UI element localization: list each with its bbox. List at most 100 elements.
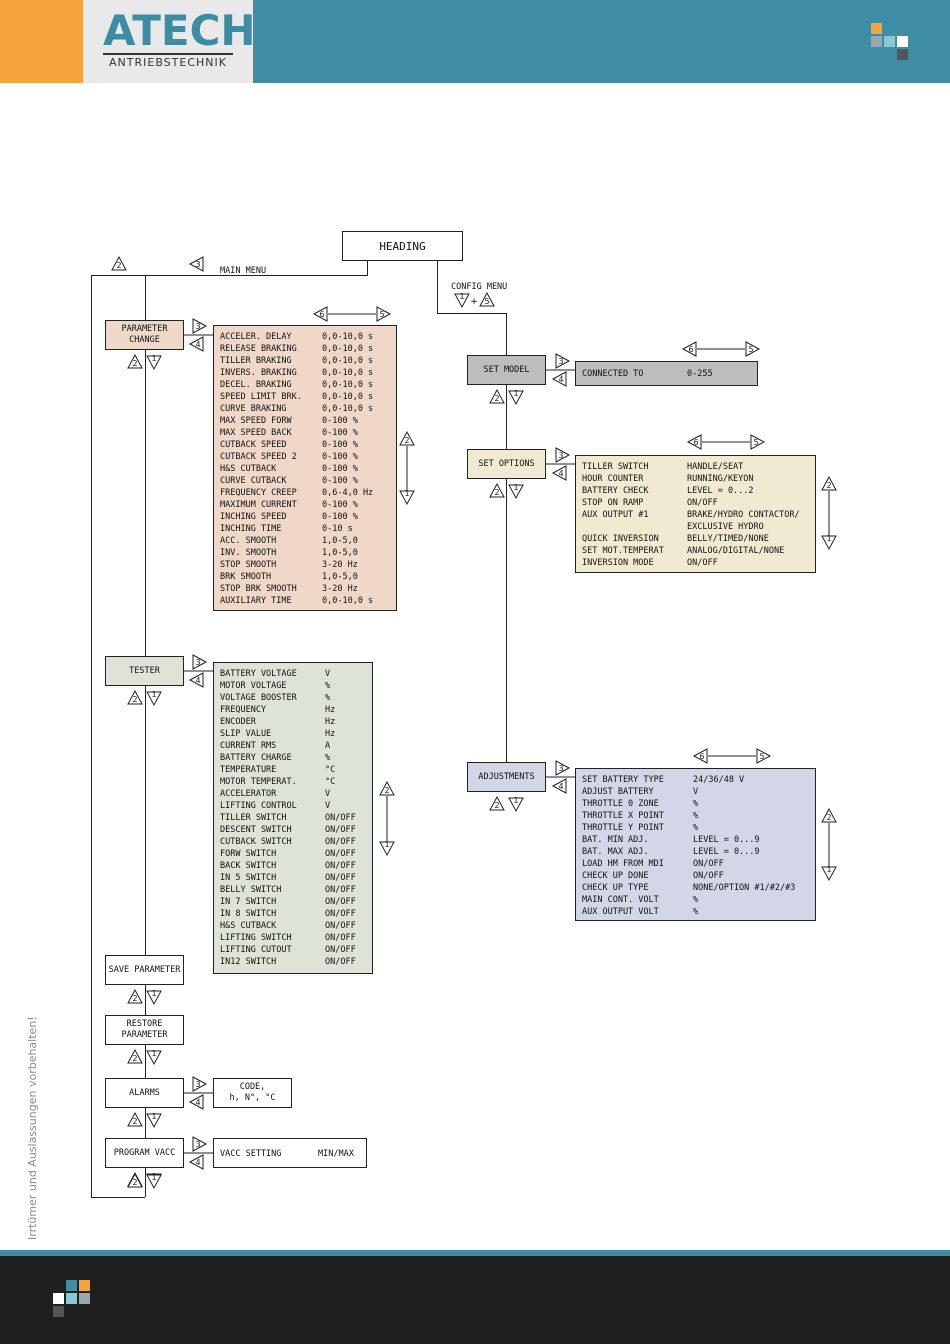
set-model-button[interactable]: SET MODEL — [467, 355, 546, 385]
set-options-button[interactable]: SET OPTIONS — [467, 449, 546, 479]
logo-area — [83, 0, 253, 83]
item-value: % — [693, 907, 699, 917]
item-name: BATTERY CHARGE — [220, 753, 292, 763]
key-1-icon — [508, 484, 524, 500]
item-name: ADJUST BATTERY — [582, 787, 654, 797]
key-2-label: 2 — [494, 394, 499, 403]
item-name: BAT. MIN ADJ. — [582, 835, 649, 845]
item-name: AUX OUTPUT VOLT — [582, 907, 659, 917]
item-value: ON/OFF — [325, 957, 356, 967]
key-4-icon — [188, 672, 204, 688]
key-2-label: 2 — [132, 994, 137, 1003]
key-5-label: 5 — [753, 438, 758, 447]
key-1-label: 1 — [151, 989, 156, 998]
list-item: BAT. MAX ADJ.LEVEL = 0...9 — [582, 846, 815, 858]
key-3-icon — [555, 760, 571, 776]
item-name: ACCELERATOR — [220, 789, 277, 799]
key-2-label: 2 — [132, 1054, 137, 1063]
restore-parameter-button[interactable]: RESTORE PARAMETER — [105, 1015, 184, 1045]
item-value: ON/OFF — [325, 897, 356, 907]
key-2-icon — [127, 689, 143, 705]
item-name: STOP ON RAMP — [582, 498, 644, 508]
item-name: CUTBACK SWITCH — [220, 837, 292, 847]
key-3-icon — [192, 1076, 208, 1092]
item-value: HANDLE/SEAT — [687, 462, 744, 472]
list-item: THROTTLE 0 ZONE% — [582, 798, 815, 810]
item-value: V — [693, 787, 699, 797]
key-2-icon — [489, 795, 505, 811]
key-1-label: 1 — [826, 534, 831, 543]
key-3-label: 3 — [558, 451, 563, 460]
item-name: TILLER BRAKING — [220, 356, 292, 366]
item-value: ON/OFF — [693, 871, 724, 881]
item-value: ON/OFF — [325, 813, 356, 823]
item-name: AUXILIARY TIME — [220, 596, 292, 606]
item-value: 0-100 % — [322, 476, 358, 486]
key-6-icon — [686, 434, 702, 450]
item-name: CHECK UP TYPE — [582, 883, 649, 893]
disclaimer-text: Irrtümer und Auslassungen vorbehalten! — [26, 1016, 39, 1240]
item-name: INCHING SPEED — [220, 512, 287, 522]
item-value: BELLY/TIMED/NONE — [687, 534, 769, 544]
item-name: TILLER SWITCH — [582, 462, 649, 472]
key-2-icon — [111, 255, 127, 271]
item-name: INVERS. BRAKING — [220, 368, 297, 378]
item-value: LEVEL = 0...2 — [687, 486, 754, 496]
item-value: ON/OFF — [325, 933, 356, 943]
item-value: ON/OFF — [325, 849, 356, 859]
item-value: 0,0-10,0 s — [322, 332, 374, 342]
key-1-icon — [146, 691, 162, 707]
key-1-label: 1 — [513, 389, 518, 398]
item-value: 0-100 % — [322, 464, 358, 474]
item-name: BAT. MAX ADJ. — [582, 847, 649, 857]
save-parameter-button[interactable]: SAVE PARAMETER — [105, 955, 184, 985]
item-value: ON/OFF — [693, 859, 724, 869]
key-3-label: 3 — [195, 260, 200, 269]
parameter-change-button[interactable]: PARAMETER CHANGE — [105, 320, 184, 350]
item-name: IN 8 SWITCH — [220, 909, 277, 919]
key-2-label: 2 — [494, 801, 499, 810]
item-value: NONE/OPTION #1/#2/#3 — [693, 883, 796, 893]
item-name: LIFTING CUTOUT — [220, 945, 292, 955]
item-value: 0-100 % — [322, 452, 358, 462]
item-name: ACC. SMOOTH — [220, 536, 277, 546]
key-2-label: 2 — [132, 1178, 137, 1187]
adjustments-button[interactable]: ADJUSTMENTS — [467, 762, 546, 792]
key-1-icon — [379, 841, 395, 857]
key-1-label: 1 — [151, 1172, 156, 1181]
alarms-button[interactable]: ALARMS — [105, 1078, 184, 1108]
item-value: % — [325, 681, 331, 691]
detail-name: VACC SETTING — [220, 1149, 282, 1159]
key-1-icon — [508, 390, 524, 406]
key-4-icon — [551, 778, 567, 794]
key-2-icon — [127, 1111, 143, 1127]
key-2-icon — [127, 1172, 143, 1188]
program-vacc-button[interactable]: PROGRAM VACC — [105, 1138, 184, 1168]
item-name: TEMPERATURE — [220, 765, 277, 775]
key-5-label: 5 — [484, 297, 489, 306]
tester-button[interactable]: TESTER — [105, 656, 184, 686]
key-2-icon — [399, 430, 415, 446]
item-value: °C — [325, 765, 336, 775]
list-item: THROTTLE Y POINT% — [582, 822, 815, 834]
list-item: AUX OUTPUT VOLT% — [582, 906, 815, 918]
